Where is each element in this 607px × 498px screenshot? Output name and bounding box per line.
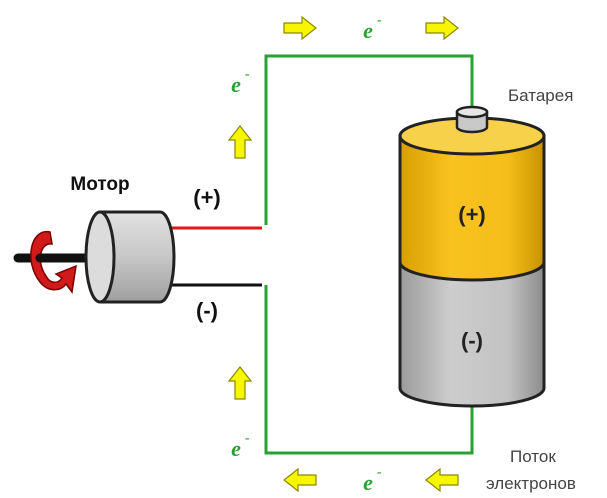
- motor-body: [98, 210, 176, 304]
- electron-charge-sign: -: [245, 67, 250, 82]
- electron-symbol: e: [231, 72, 241, 97]
- electron-flow-label-line1: Поток: [510, 447, 556, 466]
- electron-flow-arrows: [227, 15, 459, 493]
- motor-label: Мотор: [70, 174, 129, 195]
- electron-charge-sign: -: [377, 13, 382, 28]
- battery-terminal-top: [455, 105, 489, 119]
- electron-flow-label-line2: электронов: [486, 474, 576, 493]
- flow-arrow-icon: [227, 125, 253, 159]
- battery-label: Батарея: [508, 86, 573, 105]
- electron-symbol: e: [363, 470, 373, 495]
- rotation-arrow-icon: [30, 231, 77, 294]
- motor-negative-sign: (-): [196, 298, 218, 323]
- electron-symbol: e: [231, 436, 241, 461]
- electron-charge-sign: -: [245, 431, 250, 446]
- electron-symbol: e: [363, 18, 373, 43]
- battery: (+) (-): [398, 105, 546, 408]
- flow-arrow-icon: [283, 15, 317, 41]
- flow-arrow-icon: [227, 366, 253, 400]
- motor-positive-sign: (+): [193, 185, 221, 210]
- flow-arrow-icon: [425, 15, 459, 41]
- electron-symbols: e-e-e-e-: [231, 13, 382, 495]
- electron-charge-sign: -: [377, 465, 382, 480]
- flow-arrow-icon: [425, 467, 459, 493]
- battery-positive-half: [398, 134, 546, 282]
- battery-negative-sign: (-): [461, 328, 483, 353]
- wire-bottom: [264, 285, 474, 455]
- wire-top: [264, 54, 474, 225]
- circuit-wire: [264, 54, 474, 455]
- battery-positive-sign: (+): [458, 202, 486, 227]
- battery-negative-half: [398, 260, 546, 408]
- motor: Мотор (+) (-): [13, 174, 221, 323]
- flow-arrow-icon: [283, 467, 317, 493]
- motor-face: [84, 210, 116, 304]
